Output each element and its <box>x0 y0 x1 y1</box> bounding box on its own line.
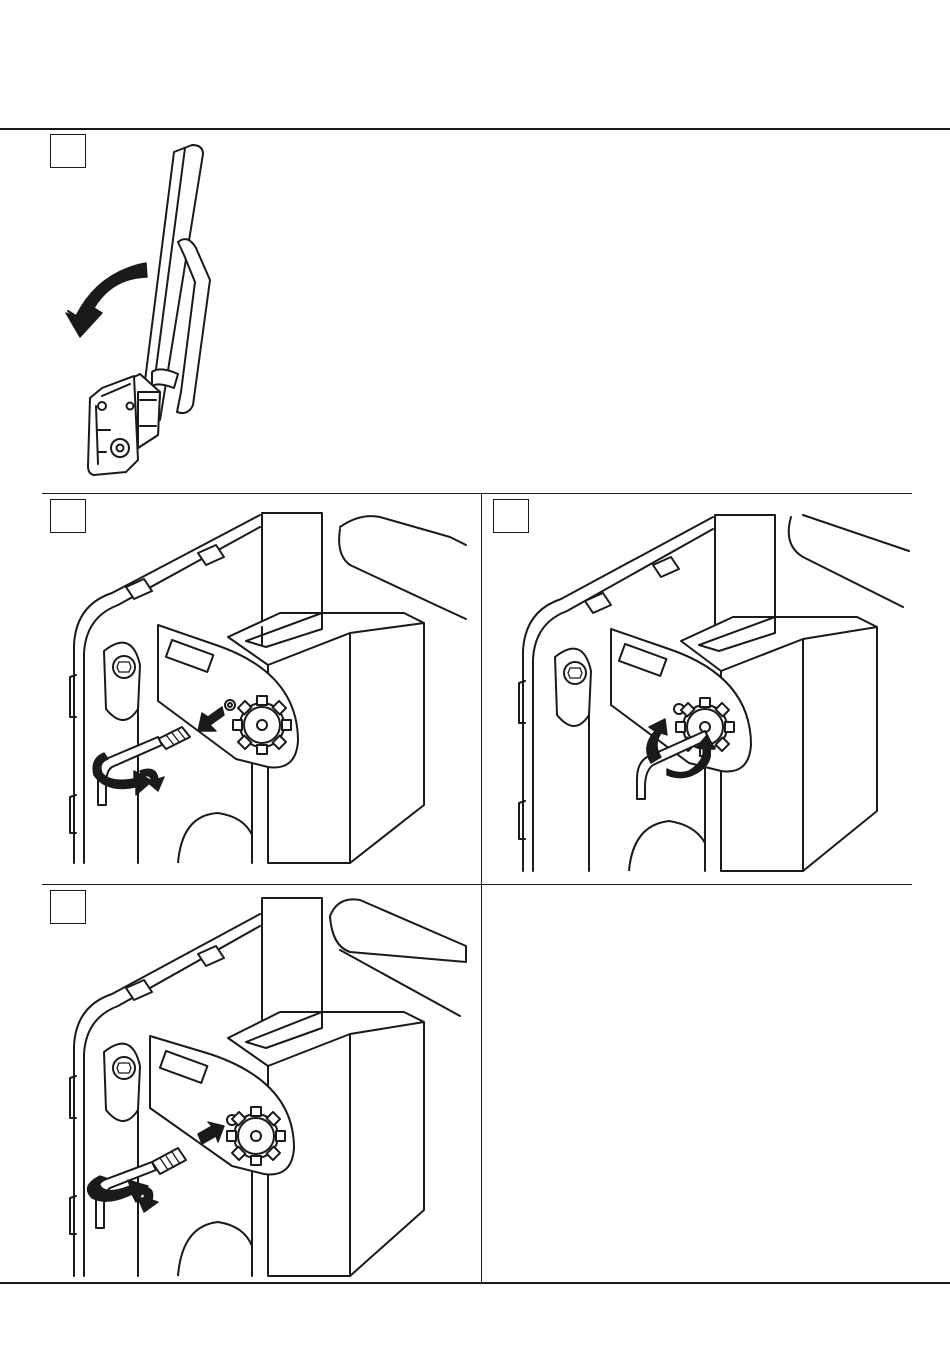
step-2-illustration <box>40 495 480 883</box>
step-2-panel <box>40 495 480 883</box>
cog-wheel-icon <box>233 696 291 754</box>
step-1-panel <box>40 130 460 492</box>
divider-row-3 <box>42 884 912 885</box>
cog-wheel-icon <box>227 1107 285 1165</box>
grub-screw-icon <box>152 1148 186 1174</box>
step-3-panel <box>483 495 913 883</box>
window-handle-icon <box>126 145 210 448</box>
divider-row-2 <box>42 493 912 494</box>
divider-vertical <box>481 493 482 1283</box>
step-1-illustration <box>40 130 460 492</box>
step-4-panel <box>40 886 480 1281</box>
gearbox-plate <box>88 376 138 475</box>
curved-arrow-icon <box>136 1187 158 1212</box>
bottom-rule <box>0 1282 950 1284</box>
hex-key-icon <box>98 727 190 805</box>
step-4-illustration <box>40 886 480 1281</box>
step-3-illustration <box>483 495 913 883</box>
curved-arrow-icon <box>66 263 147 337</box>
